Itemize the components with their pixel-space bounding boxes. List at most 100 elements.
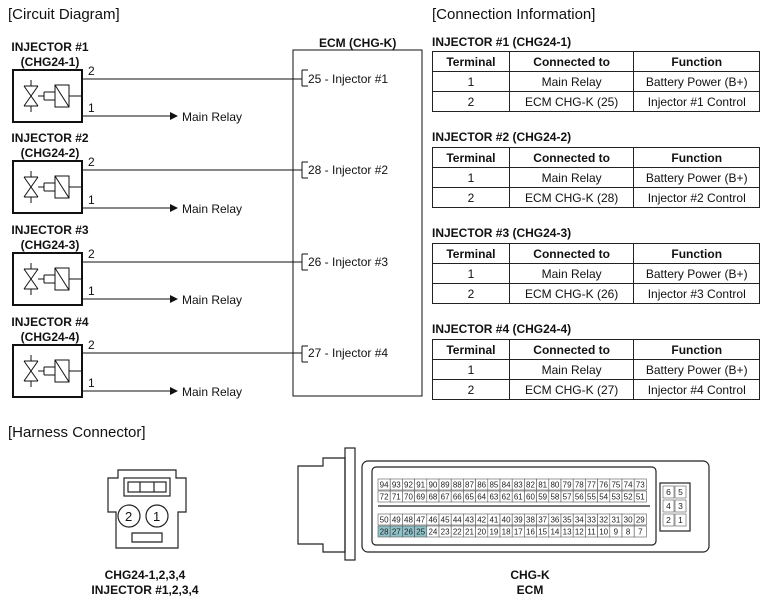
ecm-pin-number: 85 (489, 481, 498, 490)
ecm-pin-number: 69 (416, 493, 425, 502)
ecm-pin-number: 25 (416, 528, 425, 537)
ecm-pin-cell (633, 478, 647, 491)
pin-label: 1 (88, 193, 95, 207)
header-connected: Connected to (508, 339, 635, 360)
ecm-pin-number: 9 (614, 528, 619, 537)
ecm-pin-number: 75 (611, 481, 620, 490)
table-cell: 2 (432, 283, 510, 304)
ecm-pin-number: 22 (453, 528, 462, 537)
ecm-pin-number: 94 (380, 481, 389, 490)
ecm-pin-label: 26 - Injector #3 (308, 255, 388, 269)
header-function: Function (633, 339, 760, 360)
header-function: Function (633, 243, 760, 264)
pin-label: 1 (88, 284, 95, 298)
ecm-pin-number: 52 (624, 493, 633, 502)
table-cell: 2 (432, 379, 510, 400)
ecm-pin-number: 76 (599, 481, 608, 490)
table-cell: Injector #2 Control (633, 187, 760, 208)
ecm-pin-number: 45 (441, 516, 450, 525)
ecm-small-pin-number: 5 (678, 487, 683, 497)
ecm-pin-number: 57 (563, 493, 572, 502)
header-terminal: Terminal (432, 147, 510, 168)
ecm-pin-cell (633, 490, 647, 503)
ecm-pin-number: 92 (404, 481, 413, 490)
ecm-pin-number: 14 (550, 528, 559, 537)
table-cell: 1 (432, 359, 510, 380)
ecm-pin-number: 81 (538, 481, 547, 490)
ecm-pin-number: 55 (587, 493, 596, 502)
injector-connector (107, 469, 187, 549)
ecm-pin-cell (633, 525, 647, 538)
ecm-pin-number: 62 (502, 493, 511, 502)
ecm-pin-number: 74 (624, 481, 633, 490)
table-cell: 1 (432, 71, 510, 92)
table-3-title: INJECTOR #3 (CHG24-3) (432, 226, 572, 240)
ecm-pin-number: 10 (599, 528, 608, 537)
injector-3-symbol (12, 252, 83, 306)
table-cell: Main Relay (508, 167, 635, 188)
ecm-pin-number: 15 (538, 528, 547, 537)
ecm-pin-number: 61 (514, 493, 523, 502)
ecm-pin-number: 11 (587, 528, 596, 537)
relay-label: Main Relay (182, 293, 242, 307)
table-1-title: INJECTOR #1 (CHG24-1) (432, 35, 572, 49)
ecm-pin-number: 50 (380, 516, 389, 525)
connector-pin-2: 2 (125, 509, 132, 524)
ecm-pin-number: 16 (526, 528, 535, 537)
ecm-pin-number: 8 (626, 528, 631, 537)
ecm-small-pin-number: 6 (666, 487, 671, 497)
ecm-pin-number: 29 (636, 516, 645, 525)
ecm-pin-number: 60 (526, 493, 535, 502)
ecm-box (292, 49, 423, 397)
ecm-pin-number: 36 (550, 516, 559, 525)
ecm-pin-number: 91 (416, 481, 425, 490)
header-terminal: Terminal (432, 339, 510, 360)
injector-4-symbol (12, 344, 83, 398)
ecm-pin-number: 83 (514, 481, 523, 490)
ecm-small-pin-number: 1 (678, 515, 683, 525)
ecm-small-pin-number: 4 (666, 501, 671, 511)
ecm-connector (297, 447, 710, 561)
injector-4-title: INJECTOR #4(CHG24-4) (11, 315, 89, 344)
table-cell: 2 (432, 91, 510, 112)
ecm-pin-number: 65 (465, 493, 474, 502)
relay-label: Main Relay (182, 202, 242, 216)
ecm-pin-number: 39 (514, 516, 523, 525)
ecm-small-pin-cell (662, 499, 675, 513)
circuit-diagram-heading: [Circuit Diagram] (8, 6, 120, 23)
table-cell: ECM CHG-K (25) (508, 91, 635, 112)
pin-label: 1 (88, 376, 95, 390)
ecm-pin-number: 24 (428, 528, 437, 537)
ecm-pin-number: 78 (575, 481, 584, 490)
ecm-pin-number: 30 (624, 516, 633, 525)
table-cell: Battery Power (B+) (633, 263, 760, 284)
ecm-pin-number: 35 (563, 516, 572, 525)
ecm-pin-number: 90 (428, 481, 437, 490)
ecm-pin-number: 42 (477, 516, 486, 525)
table-cell: 2 (432, 187, 510, 208)
table-cell: 1 (432, 167, 510, 188)
table-cell: Battery Power (B+) (633, 167, 760, 188)
ecm-pin-number: 63 (489, 493, 498, 502)
ecm-pin-number: 20 (477, 528, 486, 537)
ecm-pin-number: 89 (441, 481, 450, 490)
ecm-pin-number: 41 (489, 516, 498, 525)
ecm-pin-number: 7 (638, 528, 643, 537)
injector-2-title: INJECTOR #2(CHG24-2) (11, 131, 89, 160)
header-connected: Connected to (508, 243, 635, 264)
table-cell: Battery Power (B+) (633, 71, 760, 92)
ecm-pin-number: 79 (563, 481, 572, 490)
ecm-pin-number: 19 (489, 528, 498, 537)
arrow-icon (170, 387, 178, 395)
ecm-small-pin-cell (662, 513, 675, 527)
table-cell: ECM CHG-K (26) (508, 283, 635, 304)
harness-connector-heading: [Harness Connector] (8, 424, 146, 441)
ecm-pin-number: 71 (392, 493, 401, 502)
ecm-small-pin-cell (674, 485, 687, 499)
ecm-pin-number: 46 (428, 516, 437, 525)
